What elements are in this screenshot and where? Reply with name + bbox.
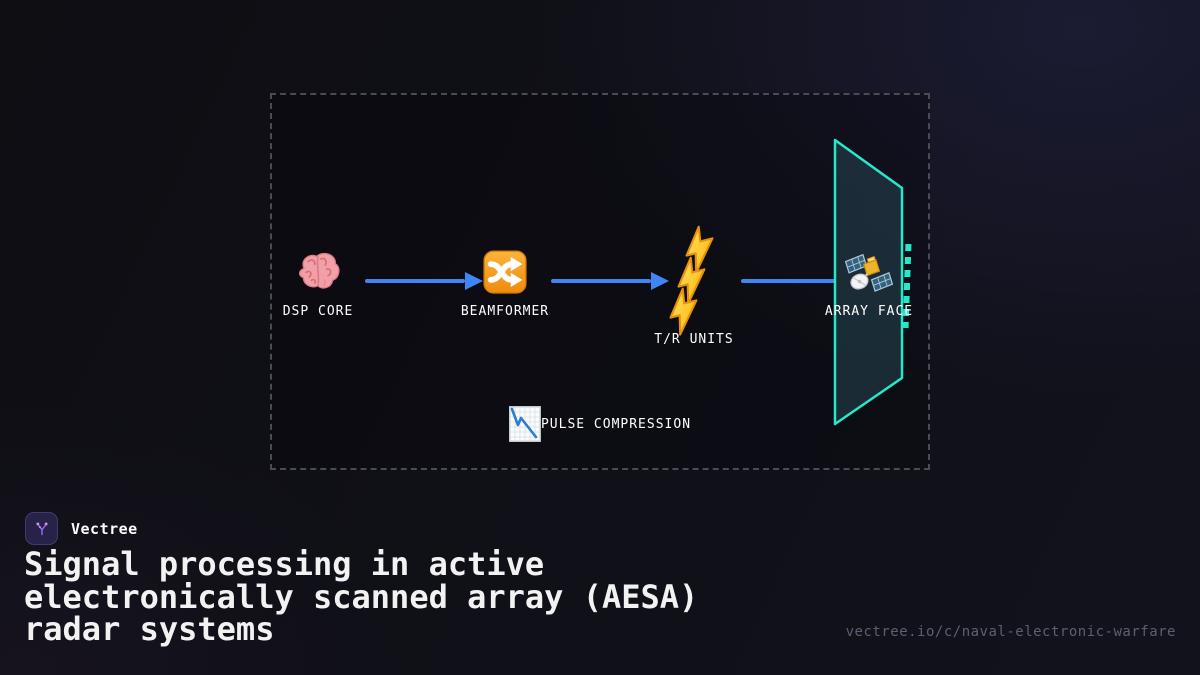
node-label-beamformer: BEAMFORMER: [460, 304, 550, 319]
brain-icon: [299, 252, 340, 289]
vectree-logo-icon: [35, 521, 48, 535]
arrow-head: [465, 272, 483, 290]
chart-decreasing-icon: [509, 406, 541, 442]
node-label-array-face: ARRAY FACE: [824, 304, 914, 319]
array-face-panel: [833, 138, 904, 426]
brand-name: Vectree: [71, 520, 138, 538]
flow-arrow-dsp-to-beamformer: [365, 272, 483, 290]
flow-arrow-beamformer-to-tr: [551, 272, 669, 290]
arrow-head: [651, 272, 669, 290]
footer-url: vectree.io/c/naval-electronic-warfare: [845, 624, 1176, 640]
node-label-tr-units: T/R UNITS: [654, 332, 734, 347]
arrow-shaft: [551, 279, 651, 283]
node-label-dsp-core: DSP CORE: [282, 304, 354, 319]
high-voltage-icon: [669, 287, 698, 336]
flow-line-tr-to-array: [741, 272, 835, 290]
page-title: Signal processing in active electronical…: [24, 545, 699, 648]
shuffle-tracks-icon: [483, 250, 527, 294]
arrow-shaft: [741, 279, 835, 283]
brand-logo: [25, 512, 58, 545]
annotation-label: PULSE COMPRESSION: [540, 416, 692, 432]
satellite-icon: [844, 253, 894, 292]
pulse-compression-annotation: PULSE COMPRESSION: [509, 405, 691, 443]
arrow-shaft: [365, 279, 465, 283]
